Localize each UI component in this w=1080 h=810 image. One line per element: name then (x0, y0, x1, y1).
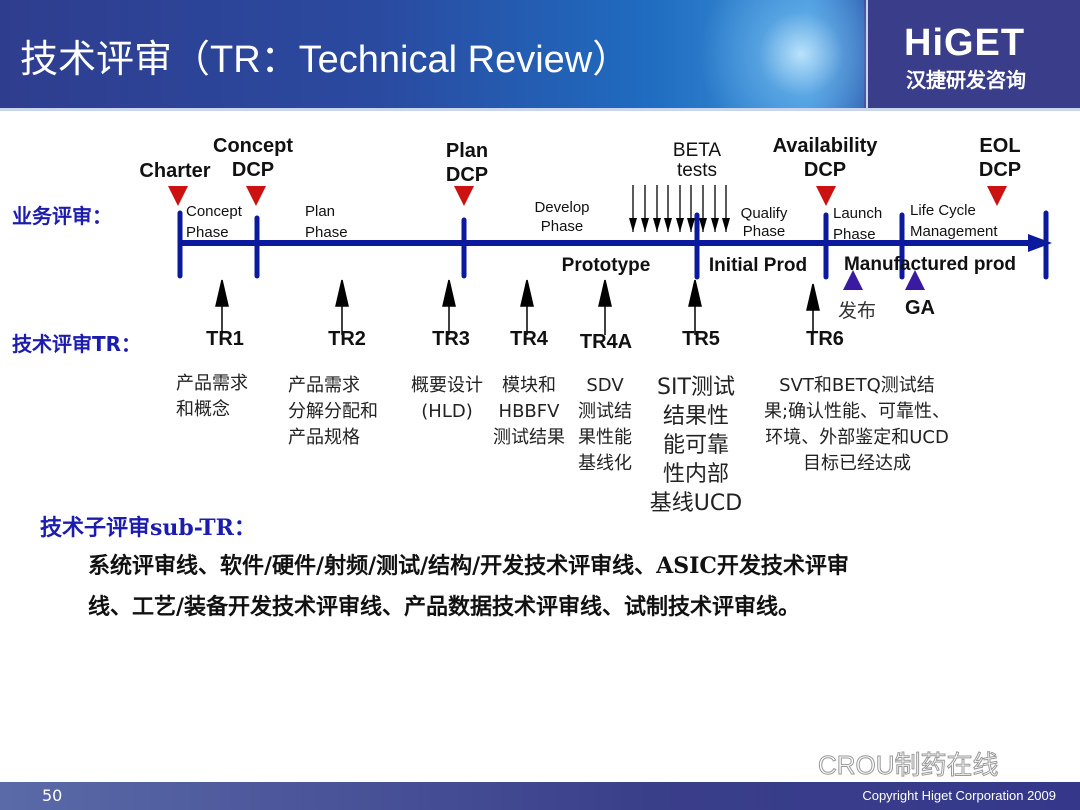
ga-label: GA (905, 297, 935, 319)
stage-manufactured-prod: Manufactured prod (843, 254, 1017, 275)
technical-review-label: 技术评审TR： (12, 332, 142, 356)
dcp-triangle-icon (987, 186, 1007, 206)
dcp-triangle-icon (246, 186, 266, 206)
tr2-description: 产品需求分解分配和产品规格 (288, 375, 378, 448)
page-number: 50 (42, 786, 63, 805)
logo-panel (866, 0, 1080, 108)
stage-prototype: Prototype (561, 255, 651, 276)
sub-tr-title: 技术子评审sub-TR： (40, 515, 256, 541)
milestone-charter: Charter (139, 160, 211, 182)
dcp-triangle-icon (816, 186, 836, 206)
tr4a-label: TR4A (579, 331, 633, 353)
dcp-markers (168, 186, 1007, 206)
tr4-label: TR4 (510, 328, 548, 350)
tr-arrows (215, 279, 820, 335)
logo-subtitle: 汉捷研发咨询 (906, 68, 1026, 92)
business-review-label: 业务评审： (12, 204, 112, 228)
tr1-label: TR1 (206, 328, 244, 350)
tr1-description: 产品需求和概念 (176, 373, 248, 420)
release-triangle-icon (905, 270, 925, 290)
release-markers (843, 270, 925, 290)
tr5-description: SIT测试结果性能可靠性内部基线UCD (649, 375, 743, 516)
release-label: 发布 (838, 300, 877, 322)
timeline-axis (177, 210, 1052, 280)
dcp-triangle-icon (168, 186, 188, 206)
logo: HiGET (904, 22, 1026, 64)
tr6-label: TR6 (806, 328, 844, 350)
tr5-label: TR5 (682, 328, 720, 350)
tr3-label: TR3 (432, 328, 470, 350)
watermark: CROU制药在线 (818, 750, 1000, 781)
copyright: Copyright Higet Corporation 2009 (862, 788, 1056, 803)
sub-tr-line: 系统评审线、软件/硬件/射频/测试/结构/开发技术评审线、ASIC开发技术评审 (88, 553, 849, 579)
page-title: 技术评审（TR：Technical Review） (20, 39, 631, 81)
sub-tr-line: 线、工艺/装备开发技术评审线、产品数据技术评审线、试制技术评审线。 (88, 594, 801, 620)
tr3-description: 概要设计(HLD) (411, 375, 483, 422)
tr2-label: TR2 (328, 328, 366, 350)
dcp-triangle-icon (454, 186, 474, 206)
footer-bar (0, 782, 1080, 810)
stage-initial-prod: Initial Prod (708, 255, 808, 276)
release-triangle-icon (843, 270, 863, 290)
